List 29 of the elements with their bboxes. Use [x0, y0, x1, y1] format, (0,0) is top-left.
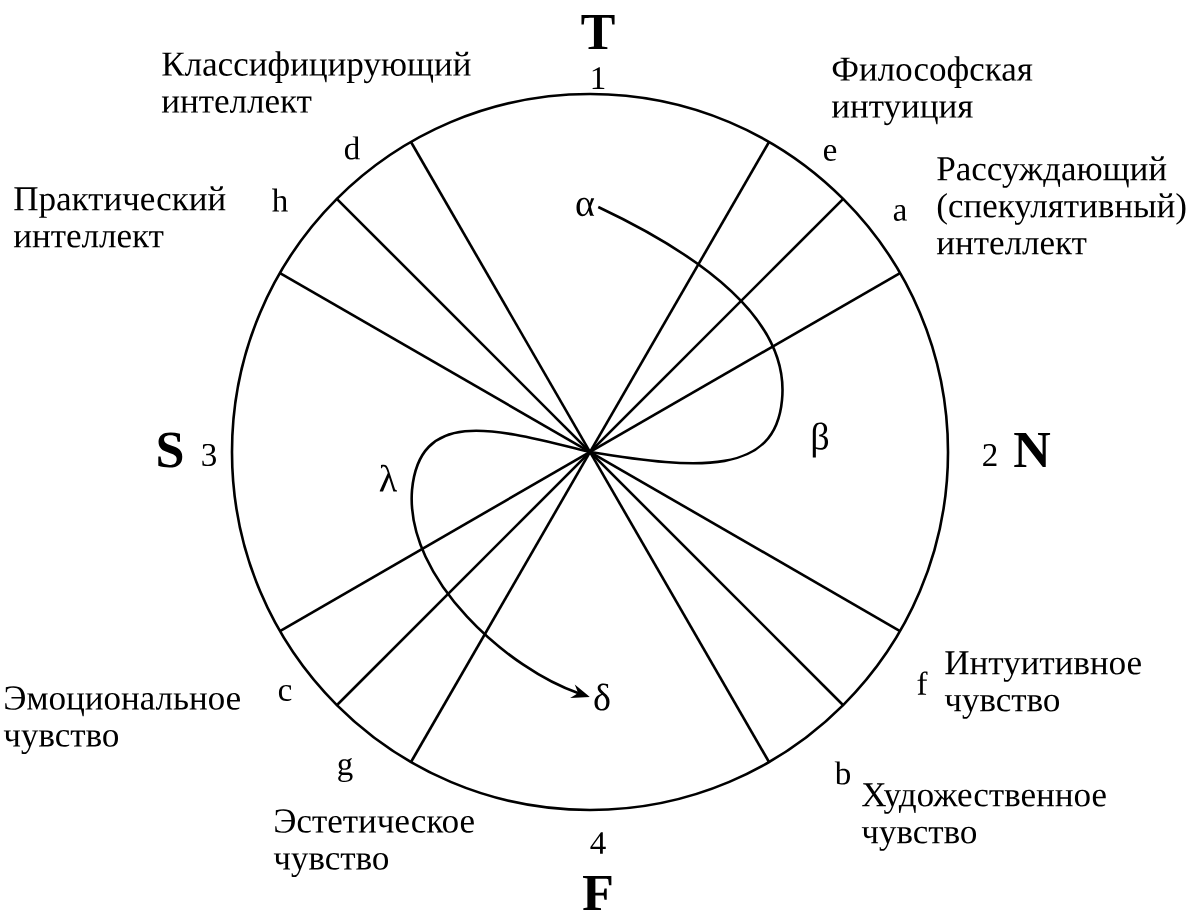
- curve-label: δ: [594, 683, 610, 711]
- sector-number: 2: [983, 444, 997, 466]
- line-letter: f: [917, 671, 928, 695]
- sector-number: 1: [592, 67, 605, 89]
- type-label: Классифицирующий интеллект: [161, 51, 471, 113]
- line-letter: g: [338, 758, 353, 783]
- curve-label: λ: [379, 464, 397, 492]
- sector-number: 4: [590, 832, 606, 854]
- type-label: Эстетическое чувство: [273, 809, 474, 878]
- pole-letter: N: [1014, 432, 1051, 468]
- curve-label: β: [812, 422, 829, 458]
- type-label: Рассуждающий (спекулятивный) интеллект: [936, 156, 1186, 255]
- type-label: Практический интеллект: [13, 186, 226, 248]
- line-letter: a: [893, 205, 907, 221]
- pole-letter: S: [158, 432, 183, 468]
- type-label: Художественное чувство: [861, 783, 1106, 851]
- pole-letter: F: [583, 875, 612, 911]
- type-label: Эмоциональное чувство: [3, 686, 240, 755]
- type-label: Интуитивное чувство: [944, 651, 1141, 719]
- pole-letter: T: [581, 14, 615, 50]
- type-label: Философская интуиция: [831, 56, 1033, 126]
- line-letter: d: [344, 136, 360, 160]
- sector-number: 3: [202, 443, 216, 467]
- line-letter: c: [278, 685, 292, 701]
- curve-label: α: [576, 197, 595, 217]
- line-letter: h: [272, 188, 288, 212]
- curved-arrow: [410, 205, 784, 698]
- line-letter: e: [823, 145, 837, 161]
- line-letter: b: [834, 761, 850, 785]
